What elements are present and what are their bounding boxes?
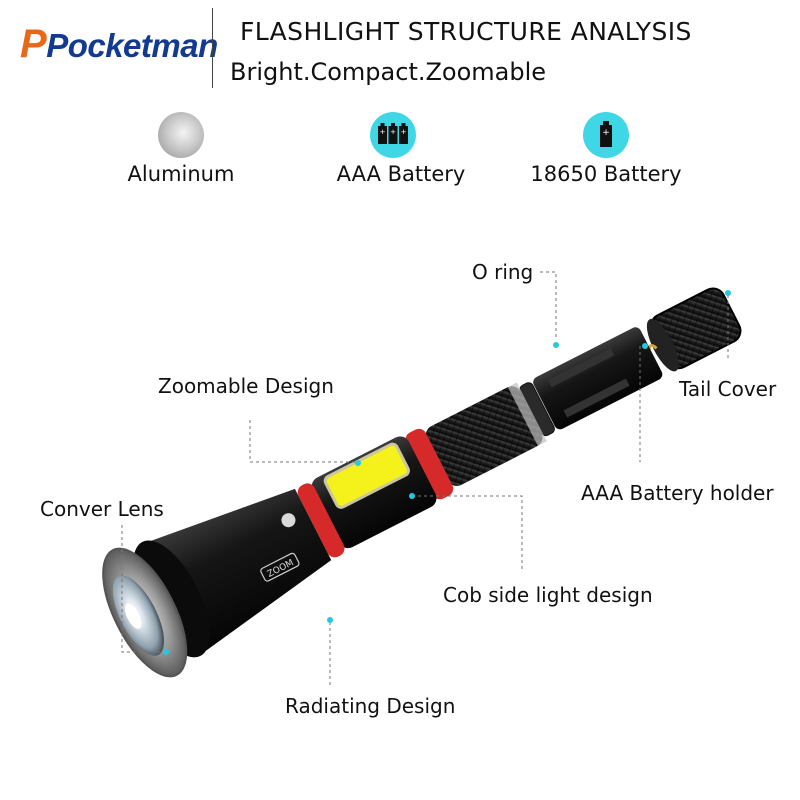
aaa-battery-icon: + + + <box>370 112 416 158</box>
svg-text:+: + <box>390 128 396 136</box>
callout-conver-lens: Conver Lens <box>40 497 164 521</box>
mode-button <box>281 513 296 528</box>
knurled-grip <box>425 386 543 486</box>
callout-tail-cover: Tail Cover <box>679 377 777 401</box>
feature-label-aaa: AAA Battery <box>336 162 466 186</box>
battery-holder <box>533 327 663 430</box>
page-title: FLASHLIGHT STRUCTURE ANALYSIS <box>240 17 692 46</box>
callout-zoomable-design: Zoomable Design <box>158 374 334 398</box>
feature-label-18650: 18650 Battery <box>530 162 682 186</box>
red-ring <box>405 428 454 500</box>
logo-text: Pocketman <box>46 27 218 64</box>
feature-label-aluminum: Aluminum <box>127 162 235 186</box>
aluminum-disc-icon <box>158 112 204 158</box>
page-subtitle: Bright.Compact.Zoomable <box>230 58 547 86</box>
callout-radiating-design: Radiating Design <box>285 694 456 718</box>
leader-lines <box>121 271 729 688</box>
callout-o-ring: O ring <box>472 260 534 284</box>
18650-battery-icon: + <box>583 112 629 158</box>
svg-text:+: + <box>401 128 407 136</box>
leader-dots <box>163 290 731 655</box>
brand-logo: PPocketman <box>20 22 218 66</box>
callout-aaa-battery-holder: AAA Battery holder <box>581 481 774 505</box>
svg-text:+: + <box>602 128 610 138</box>
header-divider <box>212 8 213 88</box>
callout-cob-side-light: Cob side light design <box>443 583 653 607</box>
svg-text:+: + <box>380 128 386 136</box>
